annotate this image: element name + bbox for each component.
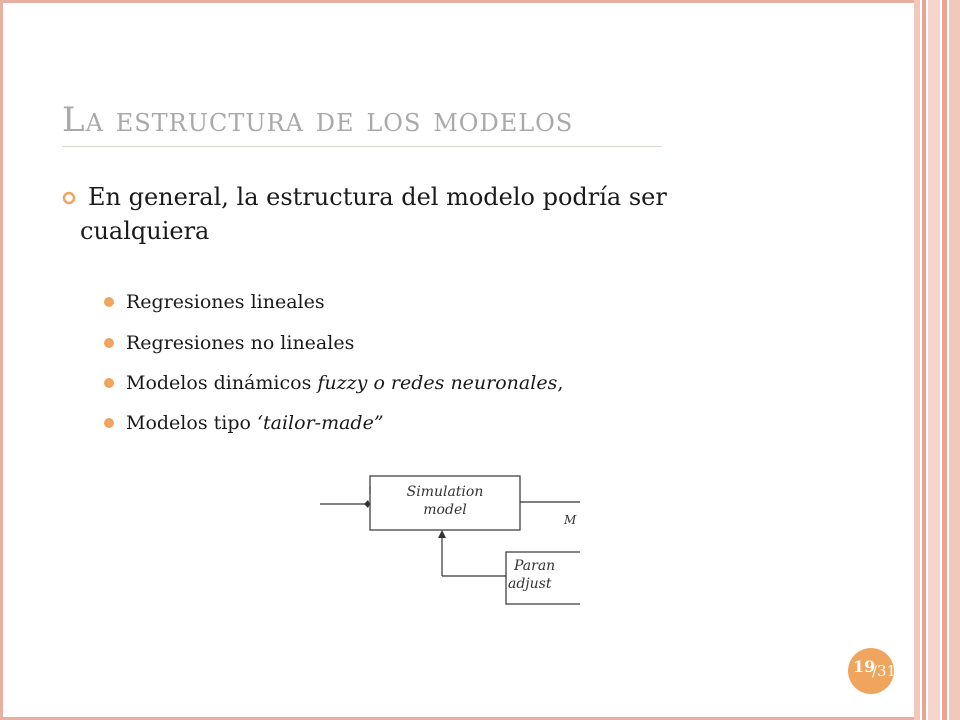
simulation-model-box bbox=[369, 475, 521, 531]
simulation-diagram: Simulation model M Paran adjust bbox=[320, 475, 580, 605]
page-number: 19 bbox=[853, 657, 876, 676]
param-label-1: Paran bbox=[513, 558, 555, 574]
dot-bullet-icon bbox=[104, 297, 114, 307]
param-label-2: adjust bbox=[508, 576, 552, 592]
subbullet-italic: fuzzy o redes neuronales bbox=[317, 372, 558, 394]
frame-top-border bbox=[0, 0, 920, 3]
input-arrowhead bbox=[364, 500, 370, 508]
sim-label-1: Simulation bbox=[407, 484, 484, 500]
parameter-adjust-box bbox=[505, 551, 580, 605]
page-total: /31 bbox=[872, 662, 897, 680]
decorative-side-stripes bbox=[914, 0, 960, 720]
main-bullet-text: En general, la estructura del modelo pod… bbox=[80, 180, 822, 248]
subbullet-item: Modelos tipo ‘tailor-made” bbox=[104, 411, 804, 435]
dot-bullet-icon bbox=[104, 378, 114, 388]
main-bullet: En general, la estructura del modelo pod… bbox=[62, 180, 822, 248]
subbullet-item: Modelos dinámicos fuzzy o redes neuronal… bbox=[104, 371, 804, 395]
subbullet-italic: ‘tailor-made” bbox=[256, 412, 384, 434]
subbullet-text: Regresiones lineales bbox=[126, 291, 325, 313]
dot-bullet-icon bbox=[104, 338, 114, 348]
subbullet-plain: Modelos tipo bbox=[126, 412, 257, 434]
feedback-arrowhead bbox=[438, 530, 446, 538]
dot-bullet-icon bbox=[104, 418, 114, 428]
subbullet-text: Regresiones no lineales bbox=[126, 332, 355, 354]
frame-bottom-border bbox=[0, 717, 920, 720]
subbullet-item: Regresiones lineales bbox=[104, 290, 804, 314]
ring-bullet-icon bbox=[62, 191, 76, 205]
subbullet-text: Modelos tipo ‘tailor-made” bbox=[126, 411, 804, 435]
title-rule bbox=[62, 146, 662, 147]
subbullet-after: , bbox=[557, 372, 564, 394]
frame-left-border bbox=[0, 0, 3, 720]
subbullet-text: Modelos dinámicos fuzzy o redes neuronal… bbox=[126, 371, 804, 395]
output-label: M bbox=[563, 513, 577, 527]
subbullet-item: Regresiones no lineales bbox=[104, 331, 804, 355]
main-bullet-line2: cualquiera bbox=[80, 217, 210, 245]
slide-title: La estructura de los modelos bbox=[62, 100, 574, 140]
main-bullet-line1: En general, la estructura del modelo pod… bbox=[88, 183, 667, 211]
subbullet-plain: Modelos dinámicos bbox=[126, 372, 318, 394]
page-number-badge bbox=[848, 648, 894, 694]
sim-label-2: model bbox=[423, 502, 466, 518]
